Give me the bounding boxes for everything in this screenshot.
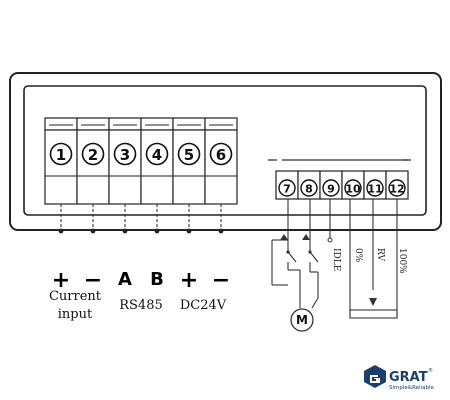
terminal-circle — [145, 142, 169, 166]
logo-tagline: Simple&Reliable — [389, 385, 434, 391]
lead-dot — [186, 228, 192, 234]
node-dot-2 — [308, 250, 312, 254]
terminal-symbol: A — [118, 269, 132, 290]
aux-terminal-number: 9 — [327, 183, 335, 196]
grat-logo: GRAT ® Simple&Reliable — [364, 365, 434, 391]
aux-terminal-12: 12 100% — [385, 170, 409, 274]
aux-terminal-circle — [344, 179, 362, 197]
aux-terminal-label: RV — [375, 248, 385, 261]
terminal-5: 5+ — [172, 117, 206, 293]
device-inner-frame — [23, 85, 427, 216]
potentiometer-resistor — [349, 309, 398, 319]
terminal-number: 3 — [120, 146, 130, 164]
aux-terminal-number: 11 — [367, 183, 382, 196]
terminal-symbol: − — [84, 268, 102, 293]
terminal-circle — [209, 142, 233, 166]
motor-symbol — [290, 308, 314, 332]
terminal-3: 3A — [108, 117, 142, 290]
aux-terminal-circle — [300, 179, 318, 197]
aux-terminal-10: 10 0% — [341, 170, 365, 263]
lead-dot — [58, 228, 64, 234]
terminal-2: 2− — [76, 117, 110, 293]
relay-motor-circuit — [271, 199, 319, 332]
current-input-label-1: Current — [49, 289, 102, 304]
aux-terminal-number: 8 — [305, 183, 313, 196]
current-input-label-2: input — [58, 307, 93, 322]
terminal-number: 1 — [56, 146, 66, 164]
terminal-6: 6− — [204, 117, 238, 293]
logo-brand: GRAT — [389, 370, 428, 385]
terminal-symbol: B — [150, 269, 164, 290]
aux-terminal-number: 10 — [345, 183, 361, 196]
aux-terminal-circle — [278, 179, 296, 197]
terminal-number: 4 — [152, 146, 162, 164]
potentiometer-circuit — [349, 199, 398, 319]
terminal-symbol: − — [212, 268, 230, 293]
aux-terminal-circle — [322, 179, 340, 197]
arrow-marker-left — [280, 234, 288, 240]
lead-dot — [218, 228, 224, 234]
aux-terminal-7: 7 — [275, 170, 299, 200]
terminal-number: 2 — [88, 146, 98, 164]
rs485-label: RS485 — [119, 298, 163, 313]
terminal-circle — [81, 142, 105, 166]
lead-dot — [154, 228, 160, 234]
aux-terminal-number: 12 — [389, 183, 404, 196]
aux-terminal-circle — [366, 179, 384, 197]
terminal-4: 4B — [140, 117, 174, 290]
terminal-number: 5 — [184, 146, 194, 164]
terminal-circle — [49, 142, 73, 166]
logo-registered: ® — [428, 367, 433, 374]
idle-lead-dot — [327, 237, 333, 243]
aux-terminal-label: 100% — [397, 248, 407, 274]
lead-dot — [122, 228, 128, 234]
terminal-symbol: + — [180, 268, 198, 293]
terminal-circle — [177, 142, 201, 166]
terminal-symbol: + — [52, 268, 70, 293]
wiper-arrow — [369, 298, 377, 306]
aux-terminal-label: 0% — [353, 248, 363, 263]
aux-terminal-number: 7 — [283, 183, 291, 196]
dc24v-label: DC24V — [180, 298, 227, 313]
aux-terminal-circle — [388, 179, 406, 197]
aux-terminal-8: 8 — [297, 170, 321, 200]
arrow-marker-right — [302, 234, 310, 240]
motor-label: M — [296, 313, 308, 327]
lead-dot — [90, 228, 96, 234]
terminal-number: 6 — [216, 146, 226, 164]
terminal-circle — [113, 142, 137, 166]
terminal-1: 1+ — [44, 117, 78, 293]
aux-terminal-label: IDLE — [331, 248, 341, 271]
node-dot-1 — [286, 250, 290, 254]
device-housing — [9, 72, 442, 231]
